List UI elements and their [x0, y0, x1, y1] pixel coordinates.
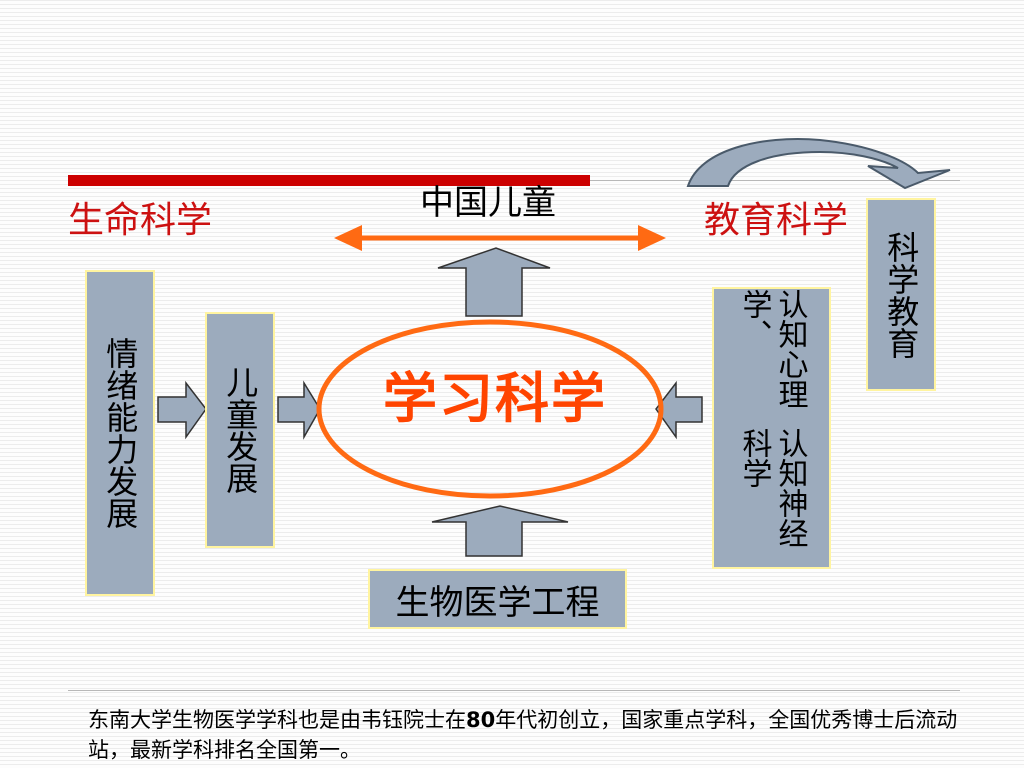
- box-biomedical-engineering: 生物医学工程: [368, 569, 627, 629]
- header-china-children: 中国儿童: [420, 183, 556, 223]
- right-arrow-2-icon: [277, 380, 321, 440]
- box-child-development: 儿童发展: [205, 312, 275, 548]
- red-title-bar: [68, 175, 590, 186]
- box-emotional-ability: 情绪能力发展: [85, 270, 155, 596]
- caption: 东南大学生物医学学科也是由韦钰院士在80年代初创立，国家重点学科，全国优秀博士后…: [88, 708, 958, 762]
- box-cognitive-science: 认知心理学、 认知神经科学: [712, 287, 831, 569]
- left-arrow-icon: [655, 380, 703, 440]
- bottom-divider: [68, 690, 960, 691]
- up-arrow-bottom-icon: [431, 505, 569, 557]
- gray-title-line: [590, 180, 960, 181]
- header-life-science: 生命科学: [68, 200, 213, 241]
- box-science-education: 科学教育: [866, 198, 936, 391]
- center-learning-science: 学习科学: [383, 367, 607, 430]
- up-arrow-top-icon: [437, 247, 551, 317]
- right-arrow-1-icon: [157, 380, 207, 440]
- header-education-science: 教育科学: [704, 200, 849, 241]
